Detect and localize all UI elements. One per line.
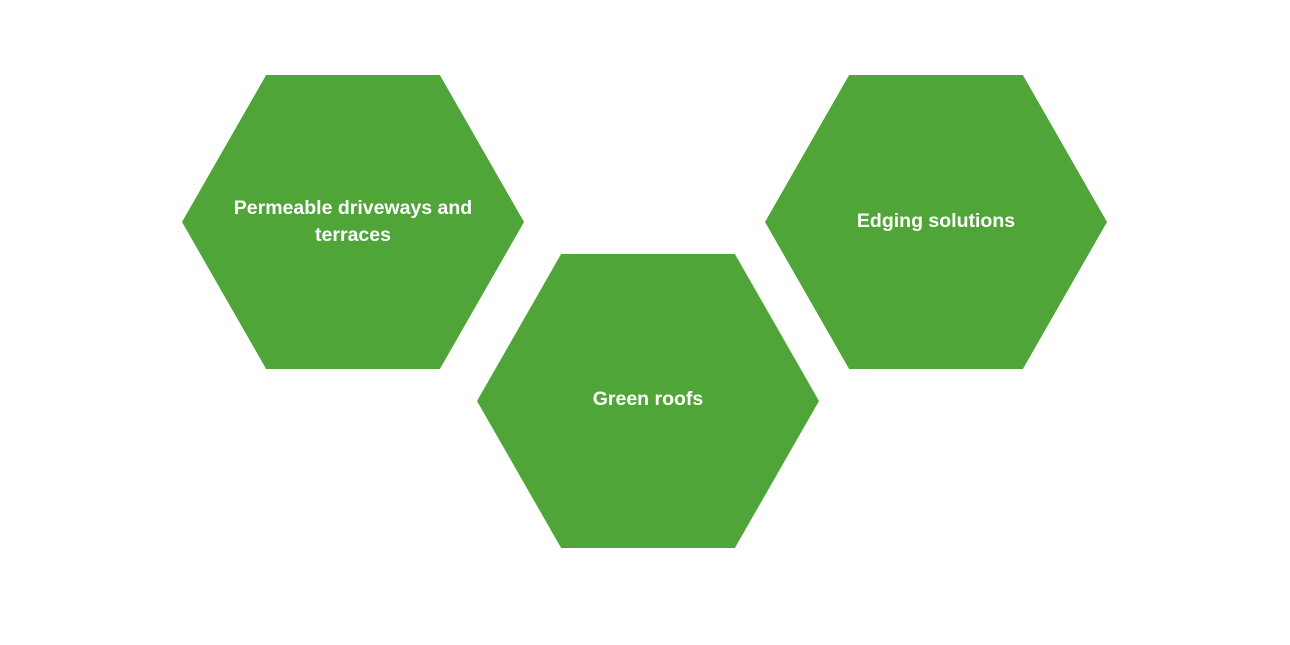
hexagon-shape [477, 254, 819, 548]
hexagon-edging-solutions[interactable]: Edging solutions [765, 75, 1107, 369]
hexagon-label: Green roofs [592, 388, 704, 410]
hexagon-shape [765, 75, 1107, 369]
hexagon-green-roofs[interactable]: Green roofs [477, 254, 819, 548]
hexagon-label: Permeable driveways and terraces [233, 197, 473, 246]
hexagon-shape [182, 75, 524, 369]
hexagon-permeable-driveways[interactable]: Permeable driveways and terraces [182, 75, 524, 369]
hexagon-label: Edging solutions [856, 210, 1016, 232]
